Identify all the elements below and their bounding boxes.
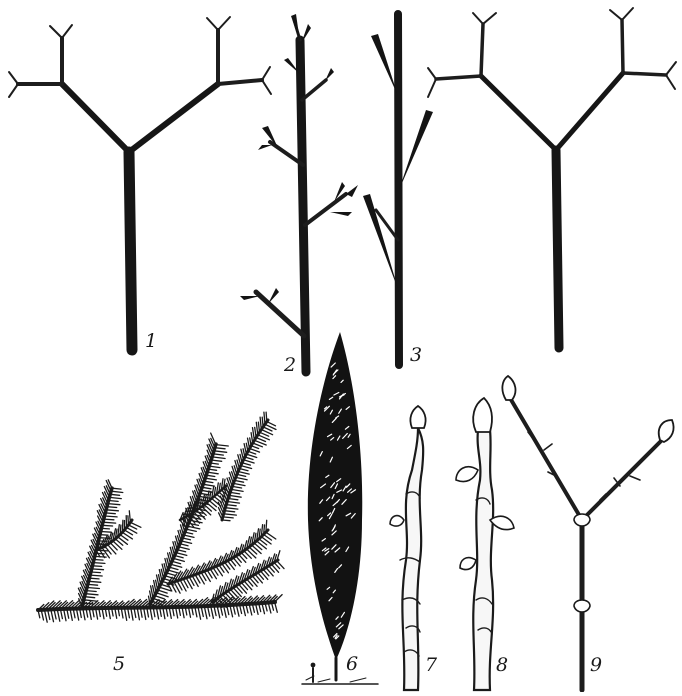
figure-4-false-dichotomy xyxy=(428,8,676,348)
figure-label-6: 6 xyxy=(346,655,358,674)
figure-label-5: 5 xyxy=(113,655,125,674)
figure-8-bud-twig xyxy=(456,398,514,690)
figure-label-3: 3 xyxy=(410,346,422,365)
figure-6-columnar-tree xyxy=(302,332,378,684)
figure-label-8: 8 xyxy=(496,656,508,675)
figure-label-7: 7 xyxy=(425,656,437,675)
figure-2-monopodial-branching xyxy=(240,14,358,372)
figure-label-2: 2 xyxy=(284,356,296,375)
figure-label-9: 9 xyxy=(590,656,602,675)
figure-5-spruce-branch xyxy=(38,412,284,622)
figure-label-1: 1 xyxy=(145,332,157,351)
figure-1-dichotomous-branching xyxy=(9,17,271,350)
figure-3-leafy-shoot xyxy=(363,14,433,365)
figure-9-forked-twig xyxy=(502,376,673,690)
figure-7-short-shoot xyxy=(390,406,426,690)
